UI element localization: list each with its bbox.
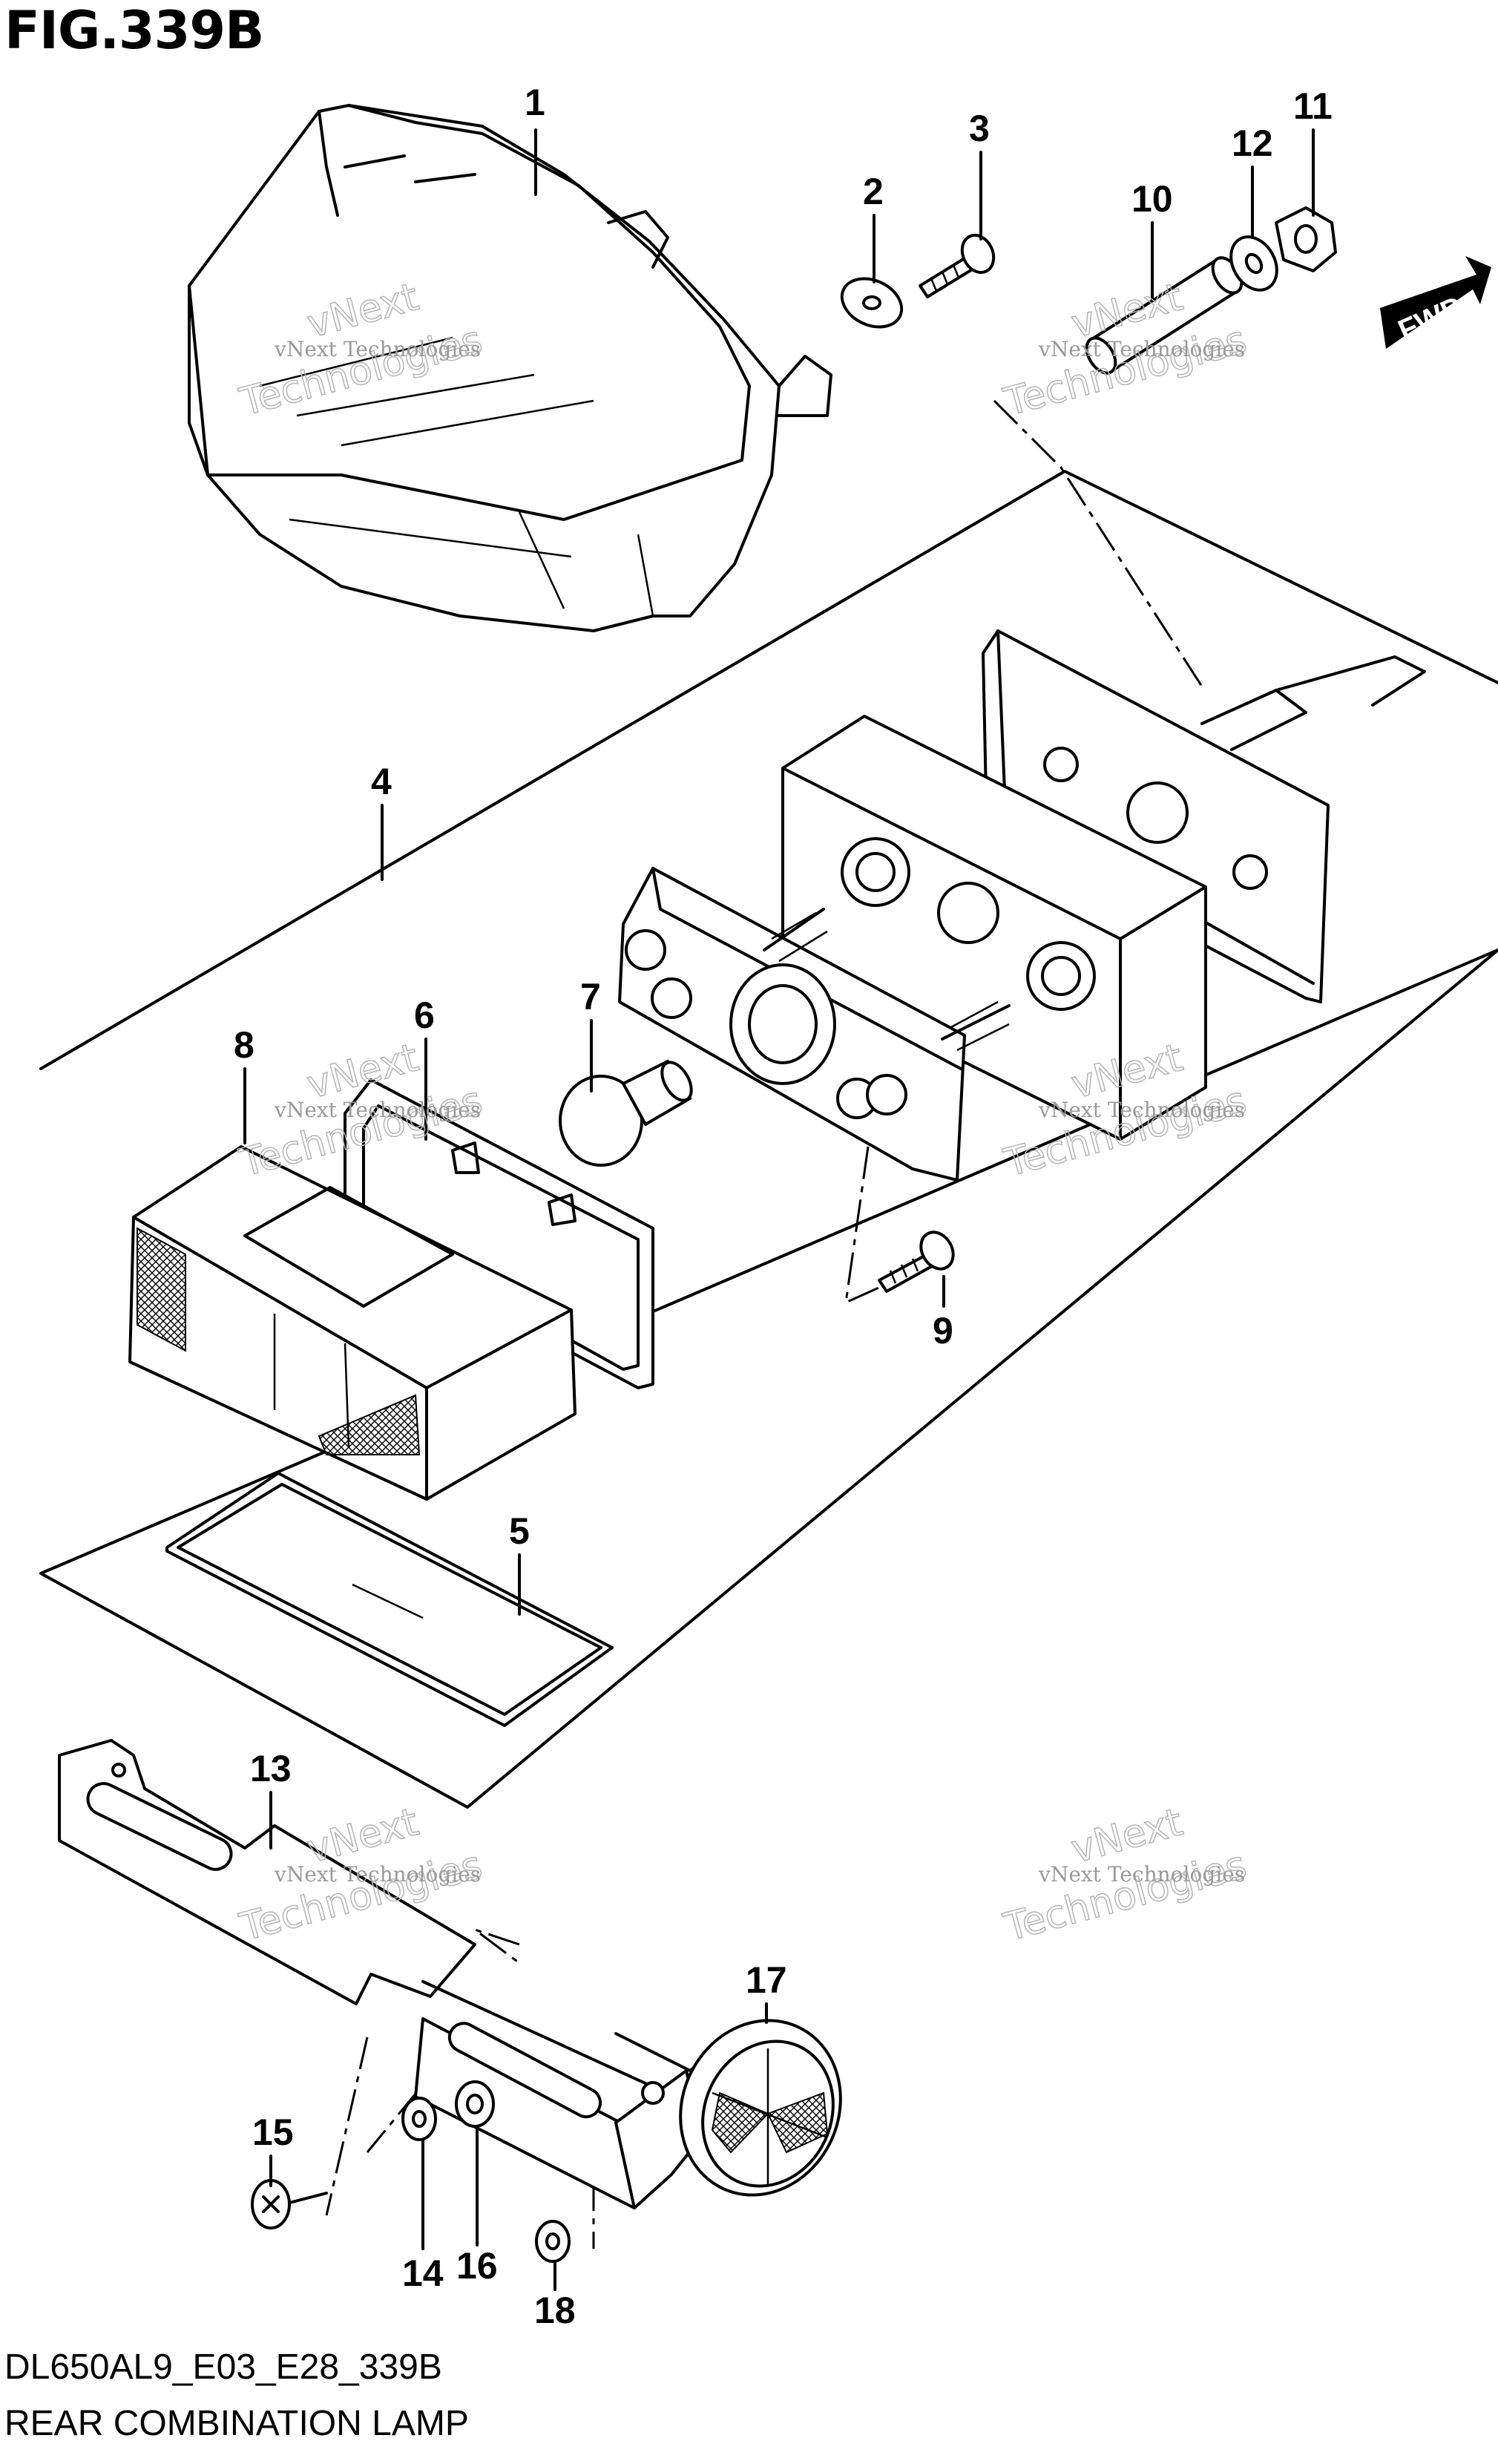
callout-4: 4 (371, 761, 392, 802)
lens-cover-part-5 (165, 1472, 614, 1727)
figure-caption: REAR COMBINATION LAMP (4, 2404, 469, 2443)
callout-7: 7 (580, 976, 601, 1018)
callout-6: 6 (414, 995, 435, 1036)
callout-12: 12 (1232, 122, 1273, 164)
bracket-part-13 (58, 1739, 706, 2209)
nut-part-18 (535, 2220, 571, 2263)
forward-direction-badge: FWD (1380, 256, 1491, 349)
tail-lamp-assembly (188, 104, 832, 632)
svg-text:vNext Technologies: vNext Technologies (1038, 337, 1245, 361)
svg-text:vNext Technologies: vNext Technologies (1038, 1862, 1245, 1887)
figure-title: FIG.339B (4, 0, 264, 61)
callout-15: 15 (252, 2111, 294, 2153)
callout-1: 1 (525, 82, 545, 123)
figure-code: DL650AL9_E03_E28_339B (4, 2347, 442, 2387)
callout-10: 10 (1131, 178, 1173, 220)
callout-18: 18 (534, 2290, 576, 2331)
svg-text:vNext Technologies: vNext Technologies (274, 1098, 481, 1122)
callout-5: 5 (509, 1510, 530, 1552)
bolt-part-15 (251, 2179, 328, 2229)
spacer-tube-part-10 (1085, 256, 1244, 375)
callout-14: 14 (402, 2252, 444, 2294)
washer-part-14 (401, 2097, 437, 2141)
callout-2: 2 (863, 171, 884, 212)
bulb-part-7 (559, 1060, 693, 1167)
svg-text:vNext Technologies: vNext Technologies (1038, 1098, 1245, 1122)
svg-text:vNext Technologies: vNext Technologies (274, 337, 481, 361)
callout-16: 16 (456, 2245, 498, 2287)
svg-text:vNext Technologies: vNext Technologies (274, 1862, 481, 1887)
nut-part-11 (1275, 206, 1337, 272)
reflector-part-17 (679, 2019, 842, 2197)
washer-part-12 (1229, 235, 1278, 292)
nut-part-16 (455, 2080, 495, 2128)
callout-3: 3 (969, 108, 990, 149)
callout-8: 8 (234, 1024, 254, 1066)
callout-11: 11 (1293, 85, 1333, 127)
bulb-socket-plate (618, 867, 1011, 1182)
callout-9: 9 (933, 1310, 953, 1351)
callout-13: 13 (250, 1748, 292, 1789)
lens-housing-part-8 (128, 1145, 576, 1501)
callout-17: 17 (746, 1959, 787, 2001)
washer-part-2 (840, 277, 904, 329)
screw-part-9 (878, 1231, 955, 1293)
watermark-bottom-right: Technologies vNext vNext Technologies (999, 1800, 1252, 1951)
screw-part-3 (919, 233, 996, 298)
